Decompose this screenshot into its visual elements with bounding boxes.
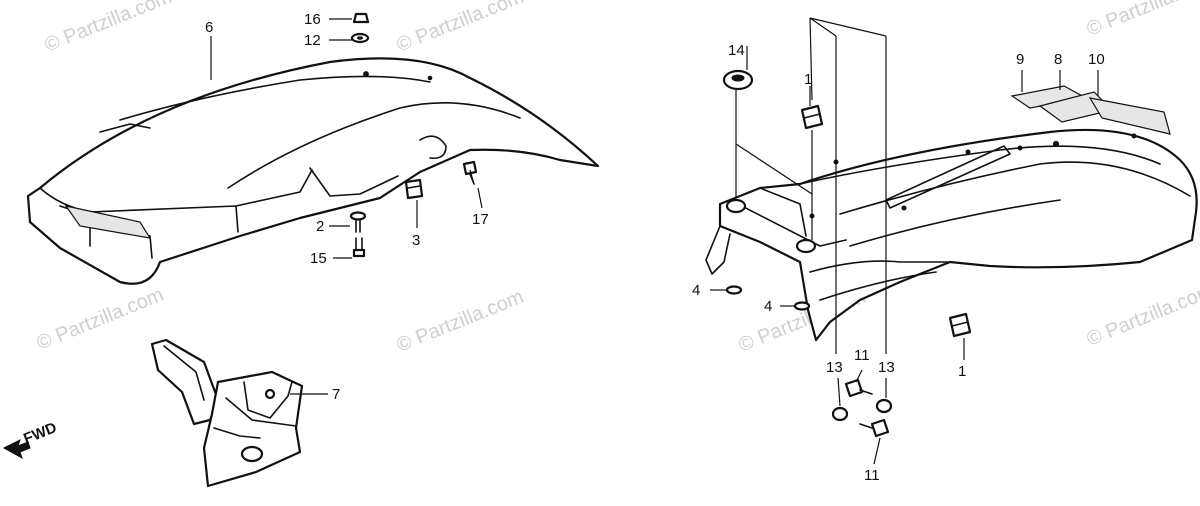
callout-4-left: 4 (692, 282, 700, 299)
arrow-icon (2, 439, 31, 460)
watermark: © Partzilla.com (42, 0, 175, 57)
watermark: © Partzilla.com (34, 284, 167, 355)
bolt-icon (844, 378, 864, 398)
callout-17: 17 (472, 211, 489, 228)
callout-13-right: 13 (878, 359, 895, 376)
nut-icon (831, 406, 849, 422)
screw-icon (352, 248, 366, 258)
hardware-left (349, 12, 478, 258)
watermark: © Partzilla.com (394, 0, 527, 57)
callout-4-right: 4 (764, 298, 772, 315)
callout-1-bottom: 1 (958, 363, 966, 380)
callout-11-top: 11 (854, 347, 870, 364)
fender-bracket-illustration (150, 338, 304, 488)
watermark: © Partzilla.com (394, 286, 527, 357)
callout-labels: 6 16 12 2 15 3 17 7 14 1 9 8 10 4 4 1 13… (205, 11, 1105, 484)
clip-nut-icon (800, 104, 824, 130)
callout-11-bottom: 11 (864, 467, 880, 484)
nut-icon (875, 398, 893, 414)
clip-nut-icon (948, 312, 972, 338)
bolt-icon (870, 418, 890, 438)
callout-6: 6 (205, 19, 213, 36)
callout-13-left: 13 (826, 359, 843, 376)
callout-7: 7 (332, 386, 340, 403)
callout-3: 3 (412, 232, 420, 249)
forward-direction-arrow: FWD (2, 419, 59, 460)
callout-2: 2 (316, 218, 324, 235)
watermark: © Partzilla.com (1084, 0, 1200, 41)
clip-nut-icon (404, 178, 424, 200)
callout-15: 15 (310, 250, 327, 267)
rear-fender-illustration (705, 85, 1198, 342)
stripe-decal (1088, 97, 1171, 135)
washer-icon (793, 301, 811, 311)
bolt-icon (462, 160, 478, 176)
hardware-right (722, 69, 972, 438)
washer-icon (725, 285, 743, 295)
callout-14: 14 (728, 42, 745, 59)
callout-8: 8 (1054, 51, 1062, 68)
callout-10: 10 (1088, 51, 1105, 68)
fwd-label: FWD (21, 419, 59, 448)
callout-1-top: 1 (804, 71, 812, 88)
callout-12: 12 (304, 32, 321, 49)
watermark: © Partzilla.com (1084, 280, 1200, 351)
cap-nut-icon (352, 12, 370, 24)
callout-9: 9 (1016, 51, 1024, 68)
front-fender-illustration (26, 57, 600, 285)
callout-16: 16 (304, 11, 321, 28)
leader-lines (210, 17, 1099, 465)
screw-icon (349, 211, 367, 221)
